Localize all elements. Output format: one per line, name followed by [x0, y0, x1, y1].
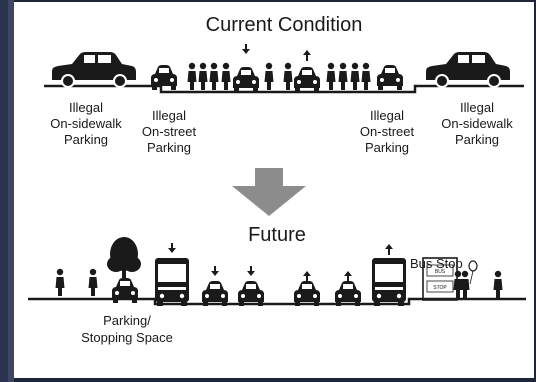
up-arrow-icon [303, 50, 311, 61]
svg-text:On-street: On-street [360, 124, 415, 139]
pedestrian-icon [55, 268, 65, 296]
bus-front-icon [155, 258, 189, 306]
transition-arrow-icon [232, 168, 306, 216]
tree-icon [107, 237, 141, 286]
svg-text:Illegal: Illegal [370, 108, 404, 123]
svg-text:Parking: Parking [455, 132, 499, 147]
label-right-sidewalk-parking: Illegal On-sidewalk Parking [441, 100, 513, 147]
down-arrow-icon [168, 243, 176, 253]
down-arrow-icon [247, 266, 255, 276]
up-arrow-icon [344, 271, 352, 282]
label-right-street-parking: Illegal On-street Parking [360, 108, 415, 155]
pedestrian-icon [361, 62, 371, 90]
current-condition-title: Current Condition [206, 14, 363, 36]
pedestrian-icon [209, 62, 219, 90]
svg-text:Parking: Parking [365, 140, 409, 155]
bus-stop-sign-top: BUS [435, 269, 446, 275]
svg-text:On-sidewalk: On-sidewalk [441, 116, 513, 131]
diagram-panel: Current Condition Illegal On-sidewalk Pa… [14, 2, 534, 378]
parking-stopping-space-label: Parking/ Stopping Space [81, 313, 173, 345]
svg-text:Parking/: Parking/ [103, 313, 151, 328]
car-front-icon [294, 281, 320, 306]
car-front-icon [377, 65, 403, 90]
bus-stop-sign-bottom: STOP [433, 285, 447, 291]
svg-text:Parking: Parking [64, 132, 108, 147]
slide-left-accent [0, 0, 8, 382]
car-front-icon [151, 65, 177, 90]
pedestrian-icon [460, 270, 470, 298]
future-title: Future [248, 224, 306, 246]
pedestrian-icon [326, 62, 336, 90]
label-left-sidewalk-parking: Illegal On-sidewalk Parking [50, 100, 122, 147]
up-arrow-icon [385, 244, 393, 255]
pedestrian-icon [350, 62, 360, 90]
svg-text:On-street: On-street [142, 124, 197, 139]
pedestrian-icon [187, 62, 197, 90]
pedestrian-icon [338, 62, 348, 90]
down-arrow-icon [211, 266, 219, 276]
svg-text:Stopping Space: Stopping Space [81, 330, 173, 345]
balloon-icon [468, 260, 478, 285]
svg-text:On-sidewalk: On-sidewalk [50, 116, 122, 131]
down-arrow-icon [242, 44, 250, 54]
svg-text:Illegal: Illegal [152, 108, 186, 123]
car-front-icon [233, 67, 259, 92]
label-left-street-parking: Illegal On-street Parking [142, 108, 197, 155]
pedestrian-icon [493, 270, 503, 298]
svg-text:Illegal: Illegal [69, 100, 103, 115]
svg-text:Parking: Parking [147, 140, 191, 155]
pedestrian-icon [88, 268, 98, 296]
car-front-icon [238, 281, 264, 306]
sedan-car-icon [425, 51, 511, 88]
pedestrian-icon [283, 62, 293, 90]
up-arrow-icon [303, 271, 311, 282]
svg-text:Illegal: Illegal [460, 100, 494, 115]
pedestrian-icon [264, 62, 274, 90]
bus-front-icon [372, 258, 406, 306]
current-road-profile [44, 84, 524, 94]
car-front-icon [202, 281, 228, 306]
slide-left-accent-light [8, 0, 14, 382]
street-diagram: Current Condition Illegal On-sidewalk Pa… [28, 14, 526, 345]
car-front-icon [335, 281, 361, 306]
sedan-car-icon [51, 51, 137, 88]
pedestrian-icon [198, 62, 208, 90]
car-front-icon [294, 67, 320, 92]
pedestrian-icon [221, 62, 231, 90]
